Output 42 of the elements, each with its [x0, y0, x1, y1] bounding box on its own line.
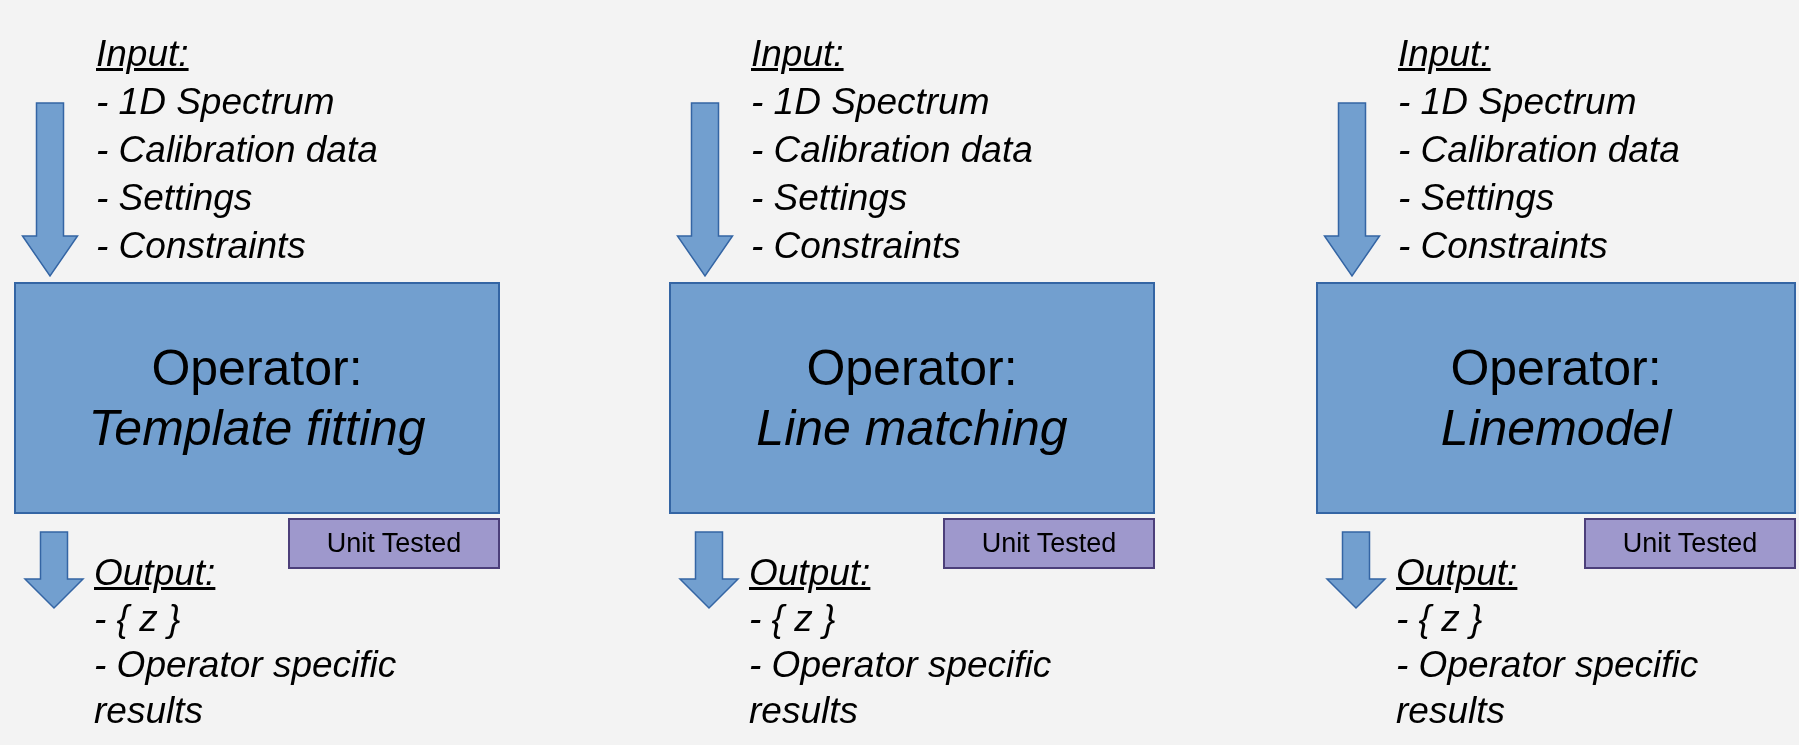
operator-label: Operator:	[151, 339, 363, 398]
block-arrow	[21, 102, 79, 278]
operator-box	[669, 282, 1155, 514]
list-item: - { z }	[94, 597, 181, 641]
list-item: - Constraints	[1398, 224, 1608, 268]
operator-label: Operator:	[806, 339, 1018, 398]
list-item: - Calibration data	[96, 128, 378, 172]
list-item: - 1D Spectrum	[96, 80, 335, 124]
block-arrow	[23, 531, 85, 610]
status-tag: Unit Tested	[943, 518, 1155, 569]
list-item: - { z }	[1396, 597, 1483, 641]
operator-box	[1316, 282, 1796, 514]
operator-label: Operator:	[1450, 339, 1662, 398]
operator-box	[14, 282, 500, 514]
section-heading: Output:	[1396, 551, 1518, 595]
section-heading: Output:	[94, 551, 216, 595]
list-item: - Settings	[96, 176, 253, 220]
list-item: - Calibration data	[1398, 128, 1680, 172]
block-arrow	[1323, 102, 1381, 278]
list-item: - Calibration data	[751, 128, 1033, 172]
list-item: - Settings	[751, 176, 908, 220]
block-arrow	[1325, 531, 1387, 610]
list-item: - { z }	[749, 597, 836, 641]
block-arrow	[678, 531, 740, 610]
operator-name: Line matching	[756, 399, 1068, 458]
list-item: - Operator specific results	[94, 643, 398, 733]
section-heading: Output:	[749, 551, 871, 595]
section-heading: Input:	[1398, 32, 1491, 76]
section-heading: Input:	[96, 32, 189, 76]
list-item: - Constraints	[751, 224, 961, 268]
list-item: - Operator specific results	[1396, 643, 1700, 733]
block-arrow	[676, 102, 734, 278]
list-item: - Operator specific results	[749, 643, 1053, 733]
operator-name: Template fitting	[88, 399, 426, 458]
list-item: - Settings	[1398, 176, 1555, 220]
section-heading: Input:	[751, 32, 844, 76]
status-tag: Unit Tested	[1584, 518, 1796, 569]
list-item: - Constraints	[96, 224, 306, 268]
status-tag: Unit Tested	[288, 518, 500, 569]
list-item: - 1D Spectrum	[1398, 80, 1637, 124]
operator-name: Linemodel	[1440, 399, 1672, 458]
list-item: - 1D Spectrum	[751, 80, 990, 124]
